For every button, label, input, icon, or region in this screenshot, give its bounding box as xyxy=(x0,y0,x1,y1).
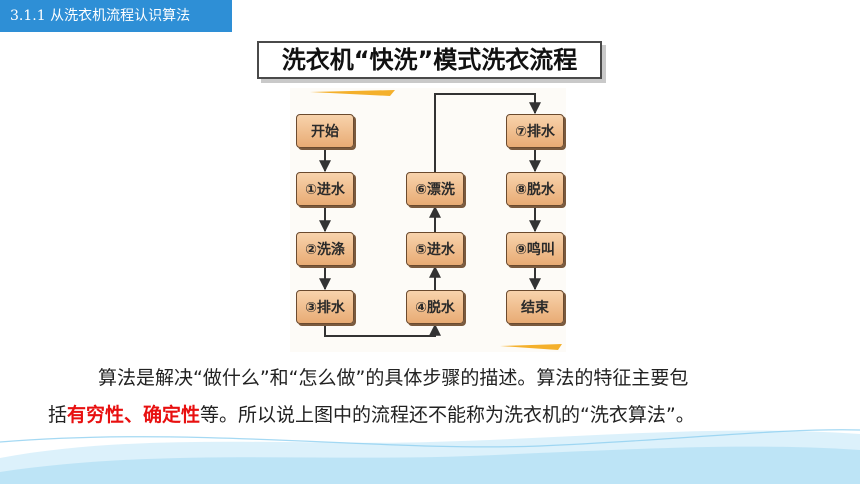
flow-edge-step6-to-step7 xyxy=(434,93,541,172)
section-tag: 3.1.1 从洗衣机流程认识算法 xyxy=(0,0,232,32)
paragraph-line-1: 算法是解决“做什么”和“怎么做”的具体步骤的描述。算法的特征主要包 xyxy=(48,360,818,397)
flow-node-step7: ⑦排水 xyxy=(506,114,564,148)
paragraph-text-2-prefix: 括 xyxy=(48,404,68,426)
washing-flowchart: 开始 ①进水 ②洗涤 ③排水 ④脱水 ⑤进水 ⑥漂洗 ⑦排水 ⑧脱水 ⑨鸣叫结束 xyxy=(290,88,566,352)
slide-title: 洗衣机“快洗”模式洗衣流程 xyxy=(257,41,602,79)
flow-node-step5: ⑤进水 xyxy=(406,232,464,266)
explanation-paragraph: 算法是解决“做什么”和“怎么做”的具体步骤的描述。算法的特征主要包 括有穷性、确… xyxy=(48,360,818,434)
flow-node-step6: ⑥漂洗 xyxy=(406,172,464,206)
flow-node-step9: ⑨鸣叫 xyxy=(506,232,564,266)
highlight-terms: 有穷性、确定性 xyxy=(67,404,201,426)
paragraph-text-1: 算法是解决“做什么”和“怎么做”的具体步骤的描述。算法的特征主要包 xyxy=(98,367,689,389)
flow-node-step4: ④脱水 xyxy=(406,290,464,324)
decor-brush-bottom xyxy=(500,344,562,350)
flowchart-connectors xyxy=(310,90,562,350)
flow-node-start: 开始 xyxy=(296,114,354,148)
flow-node-step3: ③排水 xyxy=(296,290,354,324)
decor-brush-top xyxy=(310,90,395,96)
flow-edge-step3-to-step4 xyxy=(324,323,441,337)
flow-node-end: 结束 xyxy=(506,290,564,324)
flow-node-step8: ⑧脱水 xyxy=(506,172,564,206)
paragraph-text-2-suffix: 等。所以说上图中的流程还不能称为洗衣机的“洗衣算法”。 xyxy=(200,404,695,426)
flow-node-step2: ②洗涤 xyxy=(296,232,354,266)
wave-decoration xyxy=(0,429,860,484)
flow-node-step1: ①进水 xyxy=(296,172,354,206)
paragraph-line-2: 括有穷性、确定性等。所以说上图中的流程还不能称为洗衣机的“洗衣算法”。 xyxy=(48,397,818,434)
